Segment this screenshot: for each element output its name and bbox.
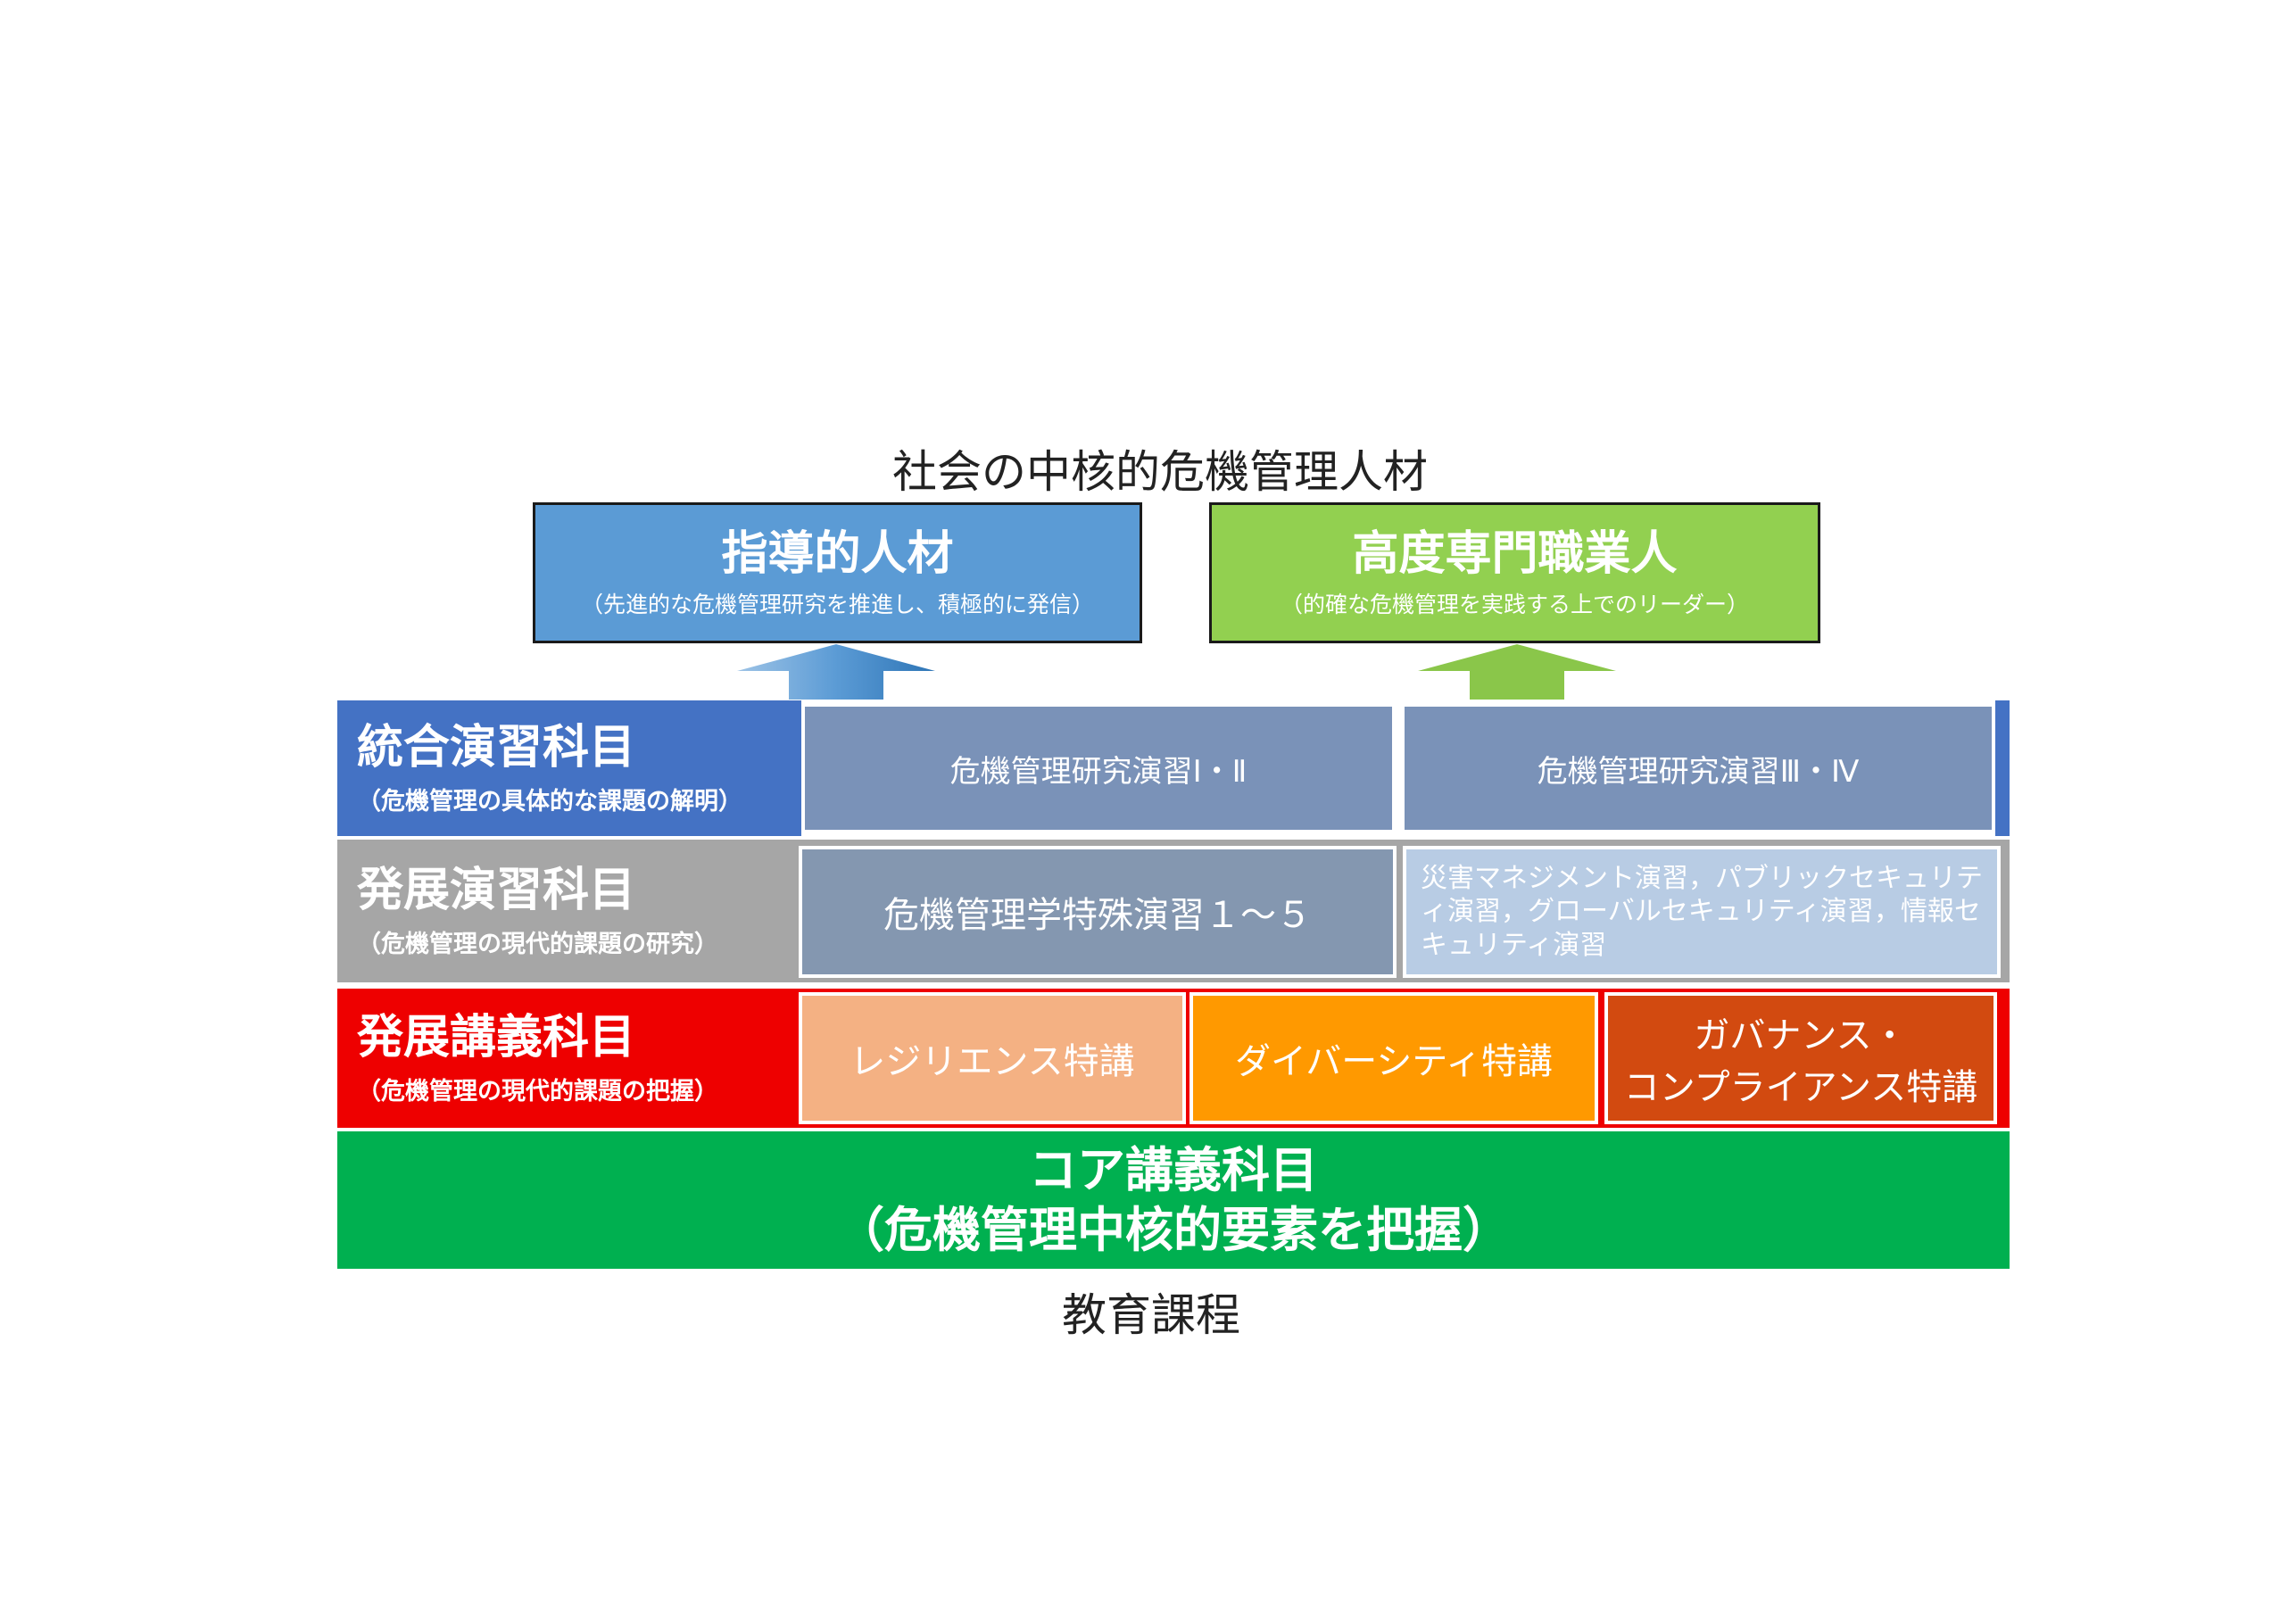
- core-lecture-block: コア講義科目 （危機管理中核的要素を把握）: [337, 1131, 2010, 1269]
- up-arrow-blue-icon: [737, 644, 935, 700]
- cell-research-exercise-3-4: 危機管理研究演習Ⅲ・Ⅳ: [1401, 703, 1995, 833]
- bottom-title: 教育課程: [1062, 1289, 1240, 1341]
- row-dev-lecture-label: 発展講義科目 （危機管理の現代的課題の把握）: [337, 989, 801, 1128]
- cell-diversity-label: ダイバーシティ特講: [1235, 1041, 1553, 1082]
- row-dev-lecture-subtitle: （危機管理の現代的課題の把握）: [357, 1077, 718, 1105]
- cell-special-exercise-label: 危機管理学特殊演習１～５: [883, 895, 1312, 936]
- target-professional-title: 高度専門職業人: [1352, 526, 1678, 581]
- cell-special-exercise: 危機管理学特殊演習１～５: [799, 846, 1397, 978]
- row-integrated-title: 統合演習科目: [357, 721, 636, 775]
- row-dev-exercise-subtitle: （危機管理の現代的課題の研究）: [357, 930, 718, 958]
- cell-research-exercise-1-2: 危機管理研究演習Ⅰ・Ⅱ: [801, 703, 1396, 833]
- cell-research-exercise-1-2-label: 危機管理研究演習Ⅰ・Ⅱ: [949, 753, 1247, 790]
- cell-security-exercises: 災害マネジメント演習，パブリックセキュリティ演習，グローバルセキュリティ演習，情…: [1403, 846, 2001, 978]
- core-title: コア講義科目: [1029, 1141, 1318, 1198]
- cell-governance: ガバナンス・ コンプライアンス特講: [1604, 992, 1997, 1124]
- target-leader-subtitle: （先進的な危機管理研究を推進し、積極的に発信）: [580, 592, 1094, 618]
- row-integrated-subtitle: （危機管理の具体的な課題の解明）: [357, 787, 742, 816]
- cell-governance-line1: ガバナンス・: [1694, 1015, 1908, 1056]
- target-leader-title: 指導的人材: [721, 526, 954, 581]
- target-box-leader: 指導的人材 （先進的な危機管理研究を推進し、積極的に発信）: [533, 502, 1142, 643]
- cell-security-exercises-label: 災害マネジメント演習，パブリックセキュリティ演習，グローバルセキュリティ演習，情…: [1421, 862, 1983, 961]
- row-dev-lecture-title: 発展講義科目: [357, 1011, 636, 1065]
- cell-diversity: ダイバーシティ特講: [1189, 992, 1598, 1124]
- cell-resilience: レジリエンス特講: [799, 992, 1186, 1124]
- target-box-professional: 高度専門職業人 （的確な危機管理を実践する上でのリーダー）: [1209, 502, 1820, 643]
- cell-governance-line2: コンプライアンス特講: [1623, 1067, 1978, 1108]
- row-dev-exercise-label: 発展演習科目 （危機管理の現代的課題の研究）: [337, 840, 801, 982]
- top-title: 社会の中核的危機管理人材: [892, 446, 1428, 498]
- core-subtitle: （危機管理中核的要素を把握）: [836, 1202, 1511, 1258]
- cell-resilience-label: レジリエンス特講: [850, 1041, 1135, 1082]
- row-integrated-label: 統合演習科目 （危機管理の具体的な課題の解明）: [337, 700, 801, 836]
- up-arrow-green-icon: [1418, 644, 1616, 700]
- cell-research-exercise-3-4-label: 危機管理研究演習Ⅲ・Ⅳ: [1537, 753, 1860, 790]
- row-dev-exercise-title: 発展演習科目: [357, 864, 636, 918]
- target-professional-subtitle: （的確な危機管理を実践する上でのリーダー）: [1280, 592, 1749, 618]
